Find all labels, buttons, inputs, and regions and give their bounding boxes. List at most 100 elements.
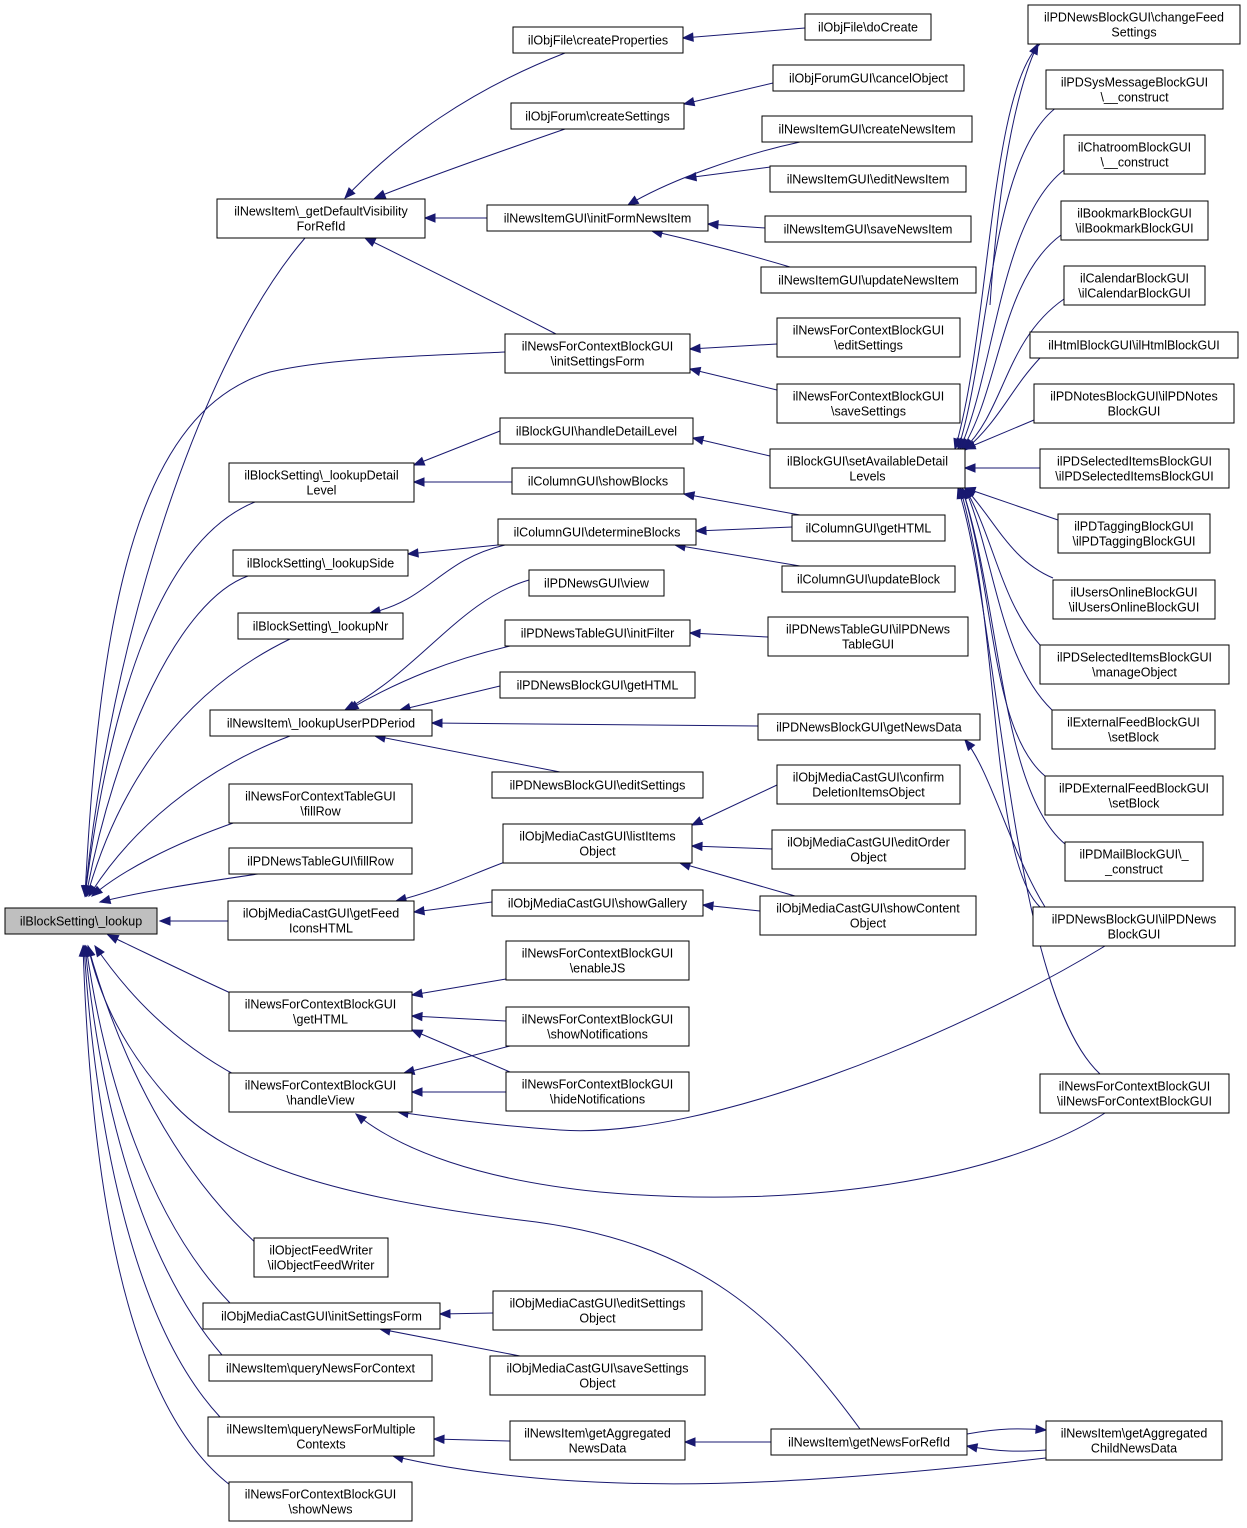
node-nfcHandleView[interactable]: ilNewsForContextBlockGUI\handleView: [228, 1072, 413, 1113]
node-mcShowGallery[interactable]: ilObjMediaCastGUI\showGallery: [491, 889, 704, 917]
node-box: [1045, 69, 1224, 110]
node-box: [228, 1072, 413, 1113]
node-label-line: ilNewsForContextBlockGUI: [522, 1078, 673, 1092]
node-label-line: ilColumnGUI\getHTML: [806, 522, 932, 536]
edge-pdNotes-to-bgSetAvail: [963, 419, 1035, 450]
node-colUpdateBlock[interactable]: ilColumnGUI\updateBlock: [781, 565, 956, 593]
node-pdMail[interactable]: ilPDMailBlockGUI\__construct: [1064, 841, 1204, 882]
node-nfcShowNotif[interactable]: ilNewsForContextBlockGUI\showNotificatio…: [505, 1006, 690, 1047]
node-pdSelected[interactable]: ilPDSelectedItemsBlockGUI\ilPDSelectedIt…: [1039, 448, 1230, 489]
node-colDetermine[interactable]: ilColumnGUI\determineBlocks: [497, 518, 697, 546]
node-qnfContext[interactable]: ilNewsItem\queryNewsForContext: [208, 1354, 433, 1382]
node-label-line: NewsData: [569, 1442, 627, 1456]
node-box: [497, 518, 697, 546]
edge-nfcTableFill-to-lookup: [90, 821, 237, 897]
node-pdNewsView[interactable]: ilPDNewsGUI\view: [528, 569, 665, 597]
edge-niGetNewsForRef-to-niGetAggNews: [683, 1437, 771, 1447]
node-lookupUserPD[interactable]: ilNewsItem\_lookupUserPDPeriod: [209, 709, 433, 737]
edge-line: [83, 945, 221, 1418]
node-box: [1064, 841, 1204, 882]
node-colShowBlocks[interactable]: ilColumnGUI\showBlocks: [511, 467, 685, 495]
node-label-line: ilPDTaggingBlockGUI: [1074, 520, 1194, 534]
node-box: [759, 895, 977, 936]
edge-line: [91, 821, 237, 897]
node-fileDoCreate[interactable]: ilObjFile\doCreate: [804, 13, 932, 41]
node-forumCancel[interactable]: ilObjForumGUI\cancelObject: [772, 64, 965, 92]
node-pdNewsTableFill[interactable]: ilPDNewsTableGUI\fillRow: [228, 847, 413, 875]
node-label-line: DeletionItemsObject: [812, 786, 925, 800]
node-pdNewsTableCtor[interactable]: ilPDNewsTableGUI\ilPDNewsTableGUI: [767, 616, 969, 657]
node-nfcInitSettingsForm[interactable]: ilNewsForContextBlockGUI\initSettingsFor…: [504, 333, 691, 374]
node-calendar[interactable]: ilCalendarBlockGUI\ilCalendarBlockGUI: [1063, 265, 1206, 306]
node-label-line: \getHTML: [293, 1013, 348, 1027]
node-niCreate[interactable]: ilNewsItemGUI\createNewsItem: [761, 115, 973, 143]
node-lookupSide[interactable]: ilBlockSetting\_lookupSide: [232, 549, 409, 577]
node-pdNewsBlockEdit[interactable]: ilPDNewsBlockGUI\editSettings: [491, 771, 704, 799]
node-chatroom[interactable]: ilChatroomBlockGUI\__construct: [1063, 134, 1206, 175]
node-label-line: \__construct: [1100, 156, 1169, 170]
node-nfcEnableJS[interactable]: ilNewsForContextBlockGUI\enableJS: [505, 940, 690, 981]
node-box: [1060, 200, 1209, 241]
node-fileCreateProps[interactable]: ilObjFile\createProperties: [512, 26, 684, 54]
node-box: [504, 619, 691, 647]
node-niInitForm[interactable]: ilNewsItemGUI\initFormNewsItem: [486, 204, 709, 232]
node-nfcGetHTML[interactable]: ilNewsForContextBlockGUI\getHTML: [228, 991, 413, 1032]
node-pdExtFeed[interactable]: ilPDExternalFeedBlockGUI\setBlock: [1044, 775, 1224, 816]
node-bookmark[interactable]: ilBookmarkBlockGUI\ilBookmarkBlockGUI: [1060, 200, 1209, 241]
node-forumCreateSettings[interactable]: ilObjForum\createSettings: [510, 102, 685, 130]
node-colGetHTML[interactable]: ilColumnGUI\getHTML: [791, 514, 946, 542]
node-box: [202, 1302, 441, 1330]
edge-line: [344, 579, 530, 711]
node-mcConfirmDel[interactable]: ilObjMediaCastGUI\confirmDeletionItemsOb…: [776, 764, 961, 805]
node-pdNewsBlockCtor[interactable]: ilPDNewsBlockGUI\ilPDNewsBlockGUI: [1032, 906, 1236, 947]
node-nfcTableFill[interactable]: ilNewsForContextTableGUI\fillRow: [228, 783, 413, 824]
node-lookupNr[interactable]: ilBlockSetting\_lookupNr: [237, 612, 404, 640]
edge-line: [957, 487, 1101, 1075]
node-objFeedWriter[interactable]: ilObjectFeedWriter\ilObjectFeedWriter: [253, 1237, 389, 1278]
edge-arrowhead: [410, 1011, 423, 1022]
edge-bgSetAvail-to-bgHandleDetail: [691, 435, 771, 457]
node-niSave[interactable]: ilNewsItemGUI\saveNewsItem: [764, 215, 972, 243]
edge-htmlBlock-to-bgSetAvail: [963, 357, 1041, 451]
edge-line: [85, 575, 249, 897]
node-mcInitSettings[interactable]: ilObjMediaCastGUI\initSettingsForm: [202, 1302, 441, 1330]
node-pdSelectedManage[interactable]: ilPDSelectedItemsBlockGUI\manageObject: [1039, 644, 1230, 685]
node-pdTagging[interactable]: ilPDTaggingBlockGUI\ilPDTaggingBlockGUI: [1057, 513, 1211, 554]
node-label-line: ilNewsItem\queryNewsForContext: [226, 1362, 415, 1376]
node-bgHandleDetail[interactable]: ilBlockGUI\handleDetailLevel: [499, 417, 694, 445]
edge-nfcShowNotif-to-nfcGetHTML: [410, 1011, 507, 1022]
node-niUpdate[interactable]: ilNewsItemGUI\updateNewsItem: [760, 266, 977, 294]
node-htmlBlock[interactable]: ilHtmlBlockGUI\ilHtmlBlockGUI: [1029, 331, 1239, 359]
edge-line: [689, 343, 778, 350]
node-extFeed[interactable]: ilExternalFeedBlockGUI\setBlock: [1051, 709, 1216, 750]
node-pdNewsBlockGetHTML[interactable]: ilPDNewsBlockGUI\getHTML: [499, 671, 696, 699]
node-pdNewsBlockGetData[interactable]: ilPDNewsBlockGUI\getNewsData: [757, 713, 981, 741]
node-nfcSaveSettings[interactable]: ilNewsForContextBlockGUI\saveSettings: [776, 383, 961, 424]
edge-arrowhead: [354, 1113, 368, 1125]
node-pdNewsTableInit[interactable]: ilPDNewsTableGUI\initFilter: [504, 619, 691, 647]
node-nfcEditSettings[interactable]: ilNewsForContextBlockGUI\editSettings: [776, 317, 961, 358]
node-niGetNewsForRef[interactable]: ilNewsItem\getNewsForRefId: [770, 1428, 968, 1456]
node-lookup[interactable]: ilBlockSetting\_lookup: [4, 907, 158, 935]
node-usersOnline[interactable]: ilUsersOnlineBlockGUI\ilUsersOnlineBlock…: [1052, 579, 1216, 620]
node-niEdit[interactable]: ilNewsItemGUI\editNewsItem: [769, 165, 967, 193]
node-nfcHideNotif[interactable]: ilNewsForContextBlockGUI\hideNotificatio…: [505, 1071, 690, 1112]
node-pdNotes[interactable]: ilPDNotesBlockGUI\ilPDNotesBlockGUI: [1033, 383, 1235, 424]
node-nfcShowNews[interactable]: ilNewsForContextBlockGUI\showNews: [228, 1481, 413, 1522]
node-pdSysMsg[interactable]: ilPDSysMessageBlockGUI\__construct: [1045, 69, 1224, 110]
node-nfcCtor[interactable]: ilNewsForContextBlockGUI\ilNewsForContex…: [1039, 1073, 1230, 1114]
node-box: [492, 1290, 703, 1331]
